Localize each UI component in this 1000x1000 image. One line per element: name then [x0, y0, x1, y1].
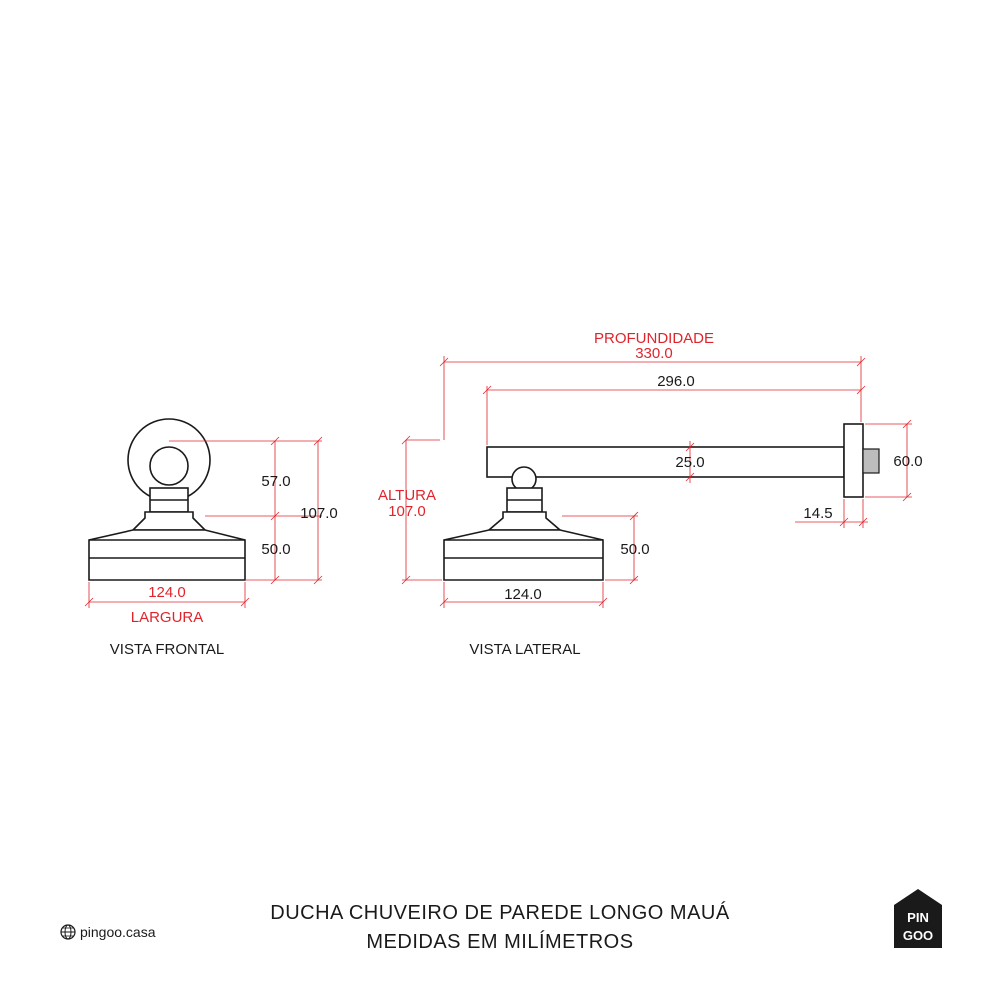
side-dim-flange-thickness: 14.5	[803, 505, 832, 522]
logo-line1: PIN	[907, 910, 929, 925]
side-view-label: VISTA LATERAL	[469, 641, 580, 658]
side-dim-head-width: 124.0	[504, 586, 542, 603]
footer: pingoo.casa DUCHA CHUVEIRO DE PAREDE LON…	[60, 889, 942, 953]
front-head-neck	[131, 511, 207, 531]
front-view: 57.0 107.0 50.0 124.0 LARGURA VISTA FRON…	[84, 418, 338, 658]
drawing-subtitle: MEDIDAS EM MILÍMETROS	[366, 930, 633, 953]
side-dim-depth: 330.0	[635, 345, 673, 362]
front-dim-width: 124.0	[148, 584, 186, 601]
side-dim-flange-height: 60.0	[893, 453, 922, 470]
front-dim-width-label: LARGURA	[131, 609, 204, 626]
pingoo-logo: PIN GOO	[894, 889, 942, 948]
side-head-neck	[486, 511, 563, 531]
side-view: PROFUNDIDADE 330.0 296.0 25.0 60.0 14.5 …	[378, 330, 923, 658]
front-dim-head-height: 50.0	[261, 541, 290, 558]
side-dim-arm-height: 25.0	[675, 454, 704, 471]
front-shower-head	[88, 529, 246, 581]
front-view-label: VISTA FRONTAL	[110, 641, 224, 658]
side-connector	[862, 448, 880, 474]
front-dim-total-height: 107.0	[300, 505, 338, 522]
globe-icon	[60, 924, 76, 940]
side-dim-height: 107.0	[388, 503, 426, 520]
side-dim-depth-label: PROFUNDIDADE	[594, 330, 714, 347]
side-dim-head-height: 50.0	[620, 541, 649, 558]
side-shower-head	[443, 529, 604, 581]
site-url[interactable]: pingoo.casa	[80, 924, 156, 940]
front-ball-joint	[149, 446, 189, 486]
drawing-title: DUCHA CHUVEIRO DE PAREDE LONGO MAUÁ	[270, 901, 730, 924]
logo-line2: GOO	[903, 928, 933, 943]
side-dim-arm-length: 296.0	[657, 373, 695, 390]
side-dim-height-label: ALTURA	[378, 487, 436, 504]
side-wall-flange	[843, 423, 864, 498]
side-arm	[486, 446, 845, 478]
front-dim-top-height: 57.0	[261, 473, 290, 490]
